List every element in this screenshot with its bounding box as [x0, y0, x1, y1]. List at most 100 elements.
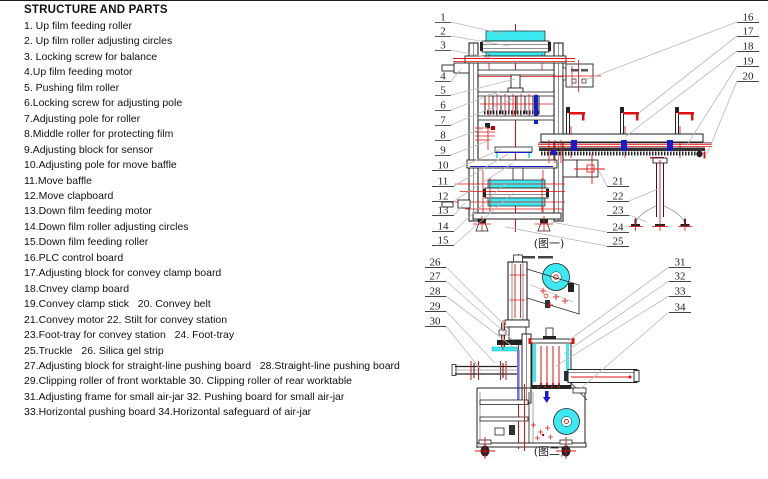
figure2-leader-26 — [445, 266, 510, 331]
figure1-callout-4: 4 — [440, 71, 446, 83]
plc-box — [553, 60, 601, 92]
figure1-leader-5 — [450, 78, 516, 96]
parts-list-item: 23.Foot-tray for convey station 24. Foot… — [24, 329, 235, 342]
figure1-callout-6: 6 — [440, 100, 446, 112]
page-title: STRUCTURE AND PARTS — [24, 4, 168, 16]
parts-list-item: 12.Move clapboard — [24, 189, 114, 202]
parts-list-item: 25.Truckle 26. Silica gel strip — [24, 344, 164, 357]
parts-list-item: 9.Adjusting block for sensor — [24, 143, 153, 156]
parts-list-item: 18.Cnvey clamp board — [24, 282, 130, 295]
figure1-leader-13 — [453, 202, 466, 216]
figure1-leader-24 — [550, 221, 608, 233]
parts-list-item: 2. Up film roller adjusting circles — [24, 35, 173, 48]
figure1-leader-6 — [450, 90, 502, 111]
figure1-leader-18 — [624, 50, 738, 138]
figure1-callout-18: 18 — [743, 41, 755, 53]
figure1-callout-16: 16 — [743, 12, 755, 24]
parts-list-item: 27.Adjusting block for straight-line pus… — [24, 359, 400, 372]
figure1-leader-22 — [628, 188, 659, 202]
figure1-leader-15 — [453, 192, 514, 246]
figure1-leader-1 — [450, 21, 504, 35]
figure2-leader-34 — [579, 311, 670, 390]
figure2-callout-28: 28 — [430, 286, 442, 298]
parts-list-item: 10.Adjusting pole for move baffle — [24, 159, 177, 172]
parts-list-item: 17.Adjusting block for convey clamp boar… — [24, 267, 222, 280]
figure1-callout-17: 17 — [743, 26, 755, 38]
figure1-drawing — [441, 24, 712, 232]
parts-list-item: 13.Down film feeding motor — [24, 205, 152, 218]
parts-list-item: 6.Locking screw for adjusting pole — [24, 97, 183, 110]
front-worktable-arm — [451, 361, 517, 380]
figure1-callout-5: 5 — [440, 85, 446, 97]
figure1-leader-7 — [450, 98, 514, 126]
figure2-callout-34: 34 — [675, 302, 687, 314]
parts-list-item: 11.Move baffle — [24, 174, 92, 187]
figure1-callout-23: 23 — [613, 205, 625, 217]
figure1-leader-11 — [453, 153, 509, 187]
parts-list-item: 8.Middle roller for protecting film — [24, 128, 174, 141]
parts-list-item: 7.Adjusting pole for roller — [24, 112, 141, 125]
figure2-callout-33: 33 — [675, 286, 687, 298]
figure1-callout-8: 8 — [440, 130, 446, 142]
figure1-callout-20: 20 — [743, 71, 755, 83]
figure1-leader-14 — [453, 183, 506, 232]
conveyor-body — [538, 133, 712, 163]
figure1-leader-4 — [450, 68, 462, 82]
figure2-callout-31: 31 — [675, 257, 686, 269]
figure2-callout-26: 26 — [430, 257, 442, 269]
parts-list-item: 16.PLC control board — [24, 251, 124, 264]
figure2-callout-32: 32 — [675, 271, 686, 283]
rear-worktable-arm — [564, 369, 640, 401]
parts-list-item: 31.Adjusting frame for small air-jar 32.… — [24, 390, 345, 403]
figure1-leader-16 — [584, 21, 738, 81]
figure1-callouts: 1234567891011121314151617181920212223242… — [432, 12, 759, 248]
figure1-callout-7: 7 — [440, 115, 446, 127]
parts-list: 1. Up film feeding roller 2. Up film roll… — [24, 19, 464, 421]
figure1-callout-19: 19 — [743, 56, 755, 68]
film-roll-disc-bottom — [553, 408, 580, 435]
figure1-callout-13: 13 — [438, 205, 450, 217]
figure1-leader-23 — [628, 214, 648, 223]
parts-list-item: 1. Up film feeding roller — [24, 20, 132, 32]
convey-station-stand — [629, 157, 692, 231]
figure1-callout-24: 24 — [613, 222, 625, 234]
figure1-leader-8 — [450, 126, 488, 141]
parts-list-item: 3. Locking screw for balance — [24, 50, 158, 63]
figure1-callout-12: 12 — [438, 191, 449, 203]
figure2-leader-33 — [555, 295, 670, 367]
parts-list-item: 4.Up film feeding motor — [24, 66, 133, 79]
convey-motor — [562, 154, 605, 184]
figure1-leader-25 — [504, 226, 608, 247]
figure2-leader-30 — [445, 325, 482, 371]
cabinet-caster-left — [475, 437, 495, 459]
figure1-leader-21 — [598, 170, 608, 187]
figure1-callout-22: 22 — [613, 191, 624, 203]
film-roll-disc-top — [542, 263, 570, 291]
figure1-callout-21: 21 — [613, 176, 624, 188]
parts-list-panel: STRUCTURE AND PARTS 1. Up film feeding r… — [24, 2, 464, 421]
figure1-callout-15: 15 — [438, 235, 450, 247]
figure2-drawing — [451, 254, 640, 459]
figure1-leader-19 — [686, 65, 738, 146]
parts-list-item: 5. Pushing film roller — [24, 81, 120, 94]
parts-list-item: 33.Horizontal pushing board 34.Horizonta… — [24, 406, 312, 419]
figure1-callout-1: 1 — [440, 12, 446, 24]
lower-cabinet — [476, 384, 587, 451]
figure1-leader-20 — [706, 80, 738, 155]
parts-list-item: 19.Convey clamp stick 20. Convey belt — [24, 298, 211, 311]
figure2-callout-30: 30 — [430, 316, 442, 328]
machine-caster-left — [473, 216, 491, 232]
figure1-caption: (图一) — [534, 237, 565, 250]
figure1-leader-9 — [450, 138, 494, 156]
figure1-leader-3 — [450, 49, 492, 59]
figure1-callout-2: 2 — [440, 26, 446, 38]
parts-list-item: 29.Clipping roller of front worktable 30… — [24, 375, 352, 388]
figure2-caption: (图二) — [534, 445, 565, 458]
parts-list-item: 21.Convey motor 22. Stilt for convey sta… — [24, 313, 228, 326]
parts-list-item: 14.Down film roller adjusting circles — [24, 220, 189, 233]
figure1-callout-10: 10 — [438, 160, 450, 172]
machine-diagrams: 1234567891011121314151617181920212223242… — [425, 12, 759, 459]
figure2-leader-31 — [567, 266, 670, 342]
